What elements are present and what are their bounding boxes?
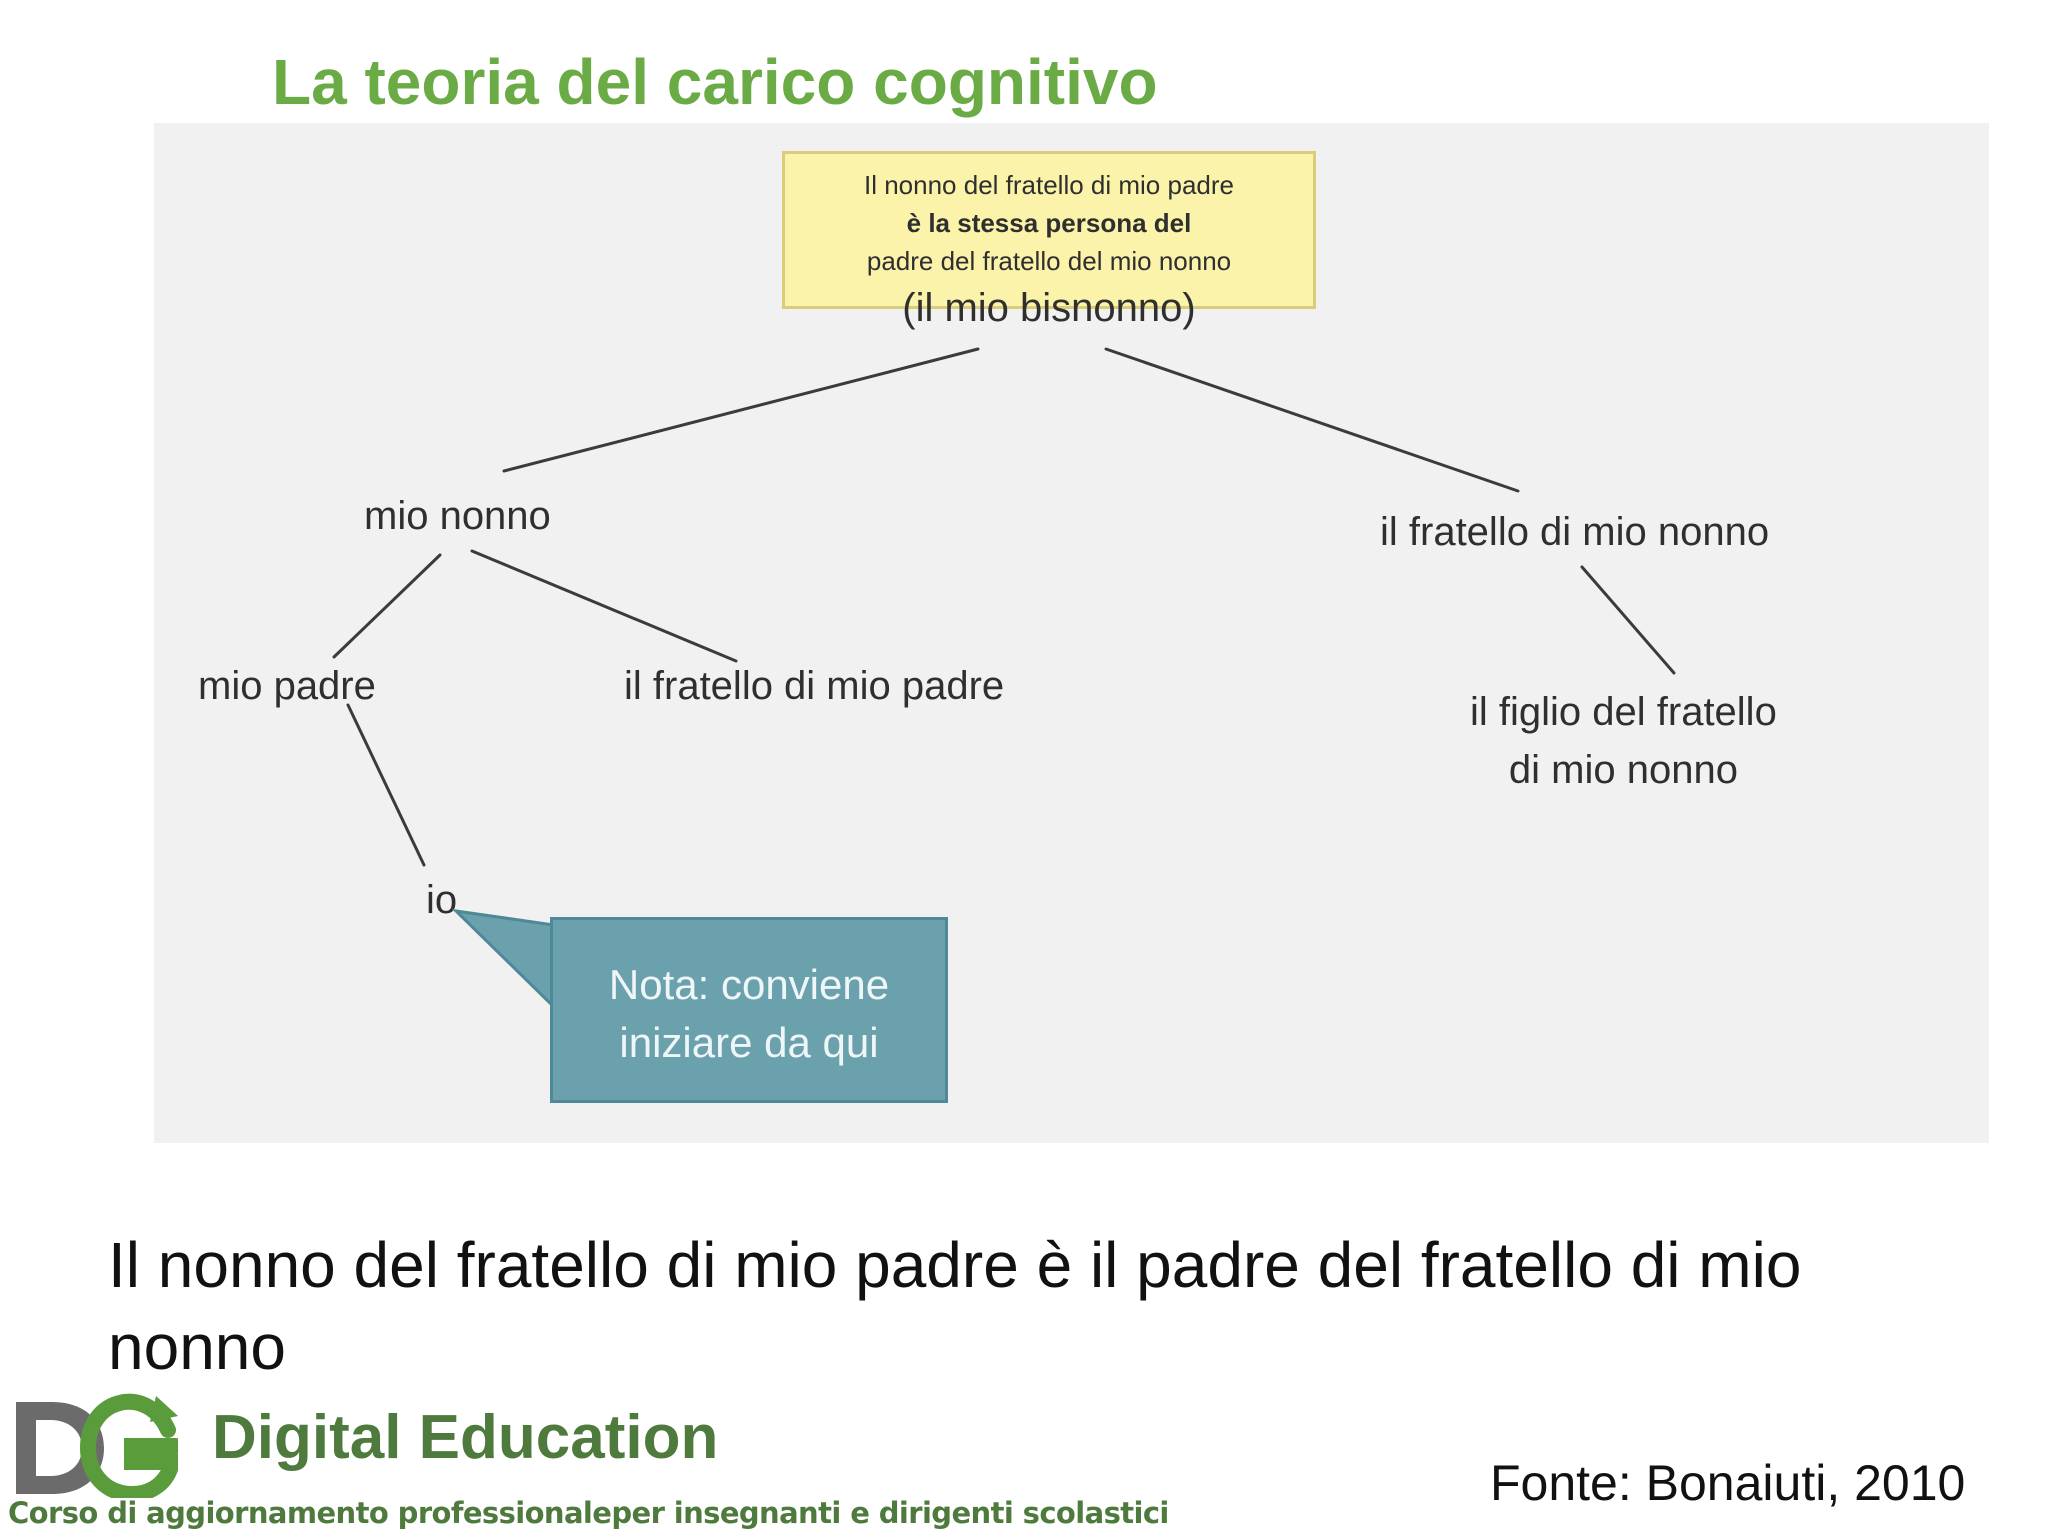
node-father-brother: il fratello di mio padre bbox=[624, 664, 1005, 708]
node-cousin-line: il figlio del fratello bbox=[1470, 690, 1777, 734]
logo-tagline: Corso di aggiornamento professionaleper … bbox=[8, 1496, 1169, 1530]
root-box-bisnonno: Il nonno del fratello di mio padre è la … bbox=[782, 151, 1316, 330]
node-cousin-line: di mio nonno bbox=[1508, 748, 1738, 792]
root-line: Il nonno del fratello di mio padre bbox=[863, 170, 1234, 200]
root-line-bold: è la stessa persona del bbox=[906, 208, 1192, 238]
node-me: io bbox=[426, 878, 458, 922]
source-citation: Fonte: Bonaiuti, 2010 bbox=[1490, 1455, 1966, 1511]
node-father: mio padre bbox=[198, 664, 376, 708]
family-tree-diagram: Il nonno del fratello di mio padre è la … bbox=[154, 123, 1989, 1143]
node-grandfather: mio nonno bbox=[364, 494, 551, 538]
connector-grandfather-father bbox=[332, 553, 442, 659]
digital-education-logo: Digital Education Corso di aggiornamento… bbox=[0, 1384, 1169, 1536]
connector-root-grandfather bbox=[502, 347, 980, 473]
note-callout: Nota: conviene iniziare da qui bbox=[550, 917, 948, 1103]
node-grandfather-brother: il fratello di mio nonno bbox=[1380, 510, 1770, 554]
connector-grandfather-father-brother bbox=[470, 549, 738, 663]
connector-grandfather-brother-cousin bbox=[1580, 565, 1676, 675]
slide-caption: Il nonno del fratello di mio padre è il … bbox=[108, 1229, 1802, 1383]
root-conclusion: (il mio bisnonno) bbox=[902, 286, 1196, 330]
tree-connectors bbox=[332, 347, 1676, 867]
slide-title: La teoria del carico cognitivo bbox=[272, 46, 1158, 118]
note-line: iniziare da qui bbox=[619, 1019, 879, 1066]
note-line: Nota: conviene bbox=[608, 961, 890, 1008]
connector-root-grandfather-brother bbox=[1104, 347, 1520, 493]
logo-title: Digital Education bbox=[212, 1403, 719, 1472]
root-line: padre del fratello del mio nonno bbox=[866, 246, 1232, 276]
dg-logo-icon bbox=[16, 1393, 178, 1498]
connector-father-me bbox=[346, 703, 426, 867]
node-cousin: il figlio del fratello di mio nonno bbox=[1470, 683, 1777, 799]
